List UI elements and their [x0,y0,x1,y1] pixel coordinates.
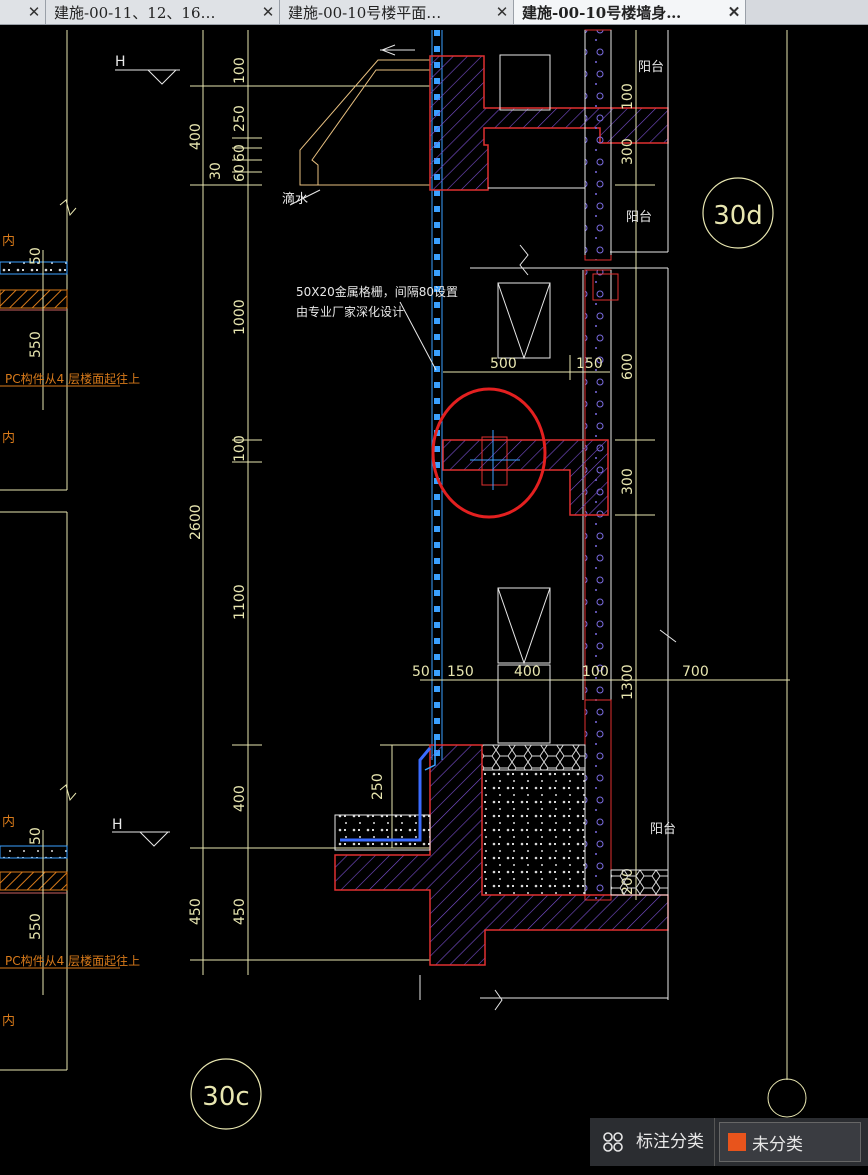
tab-label: 建施-00-10号楼墙身… [522,3,682,22]
note-line-2: 由专业厂家深化设计 [296,304,404,319]
dim-text: 1000 [232,299,248,335]
close-icon[interactable]: ✕ [27,3,41,21]
tab-label: 建施-00-10号楼平面… [288,3,442,22]
dim-text: 60 [232,164,248,182]
tab-0[interactable]: ✕ [0,0,46,24]
grid-icon[interactable] [590,1118,636,1166]
dim-text: 400 [188,123,204,150]
dim-text: 400 [232,785,248,812]
dims-low-horizontal: 50 150 400 100 700 [412,664,790,681]
dim-text: 50 [28,247,44,265]
highlight-circle [431,387,547,519]
dim-text: 50 [28,827,44,845]
note-pc: PC构件从4 层楼面起往上 [5,953,140,968]
dim-text: 100 [620,83,636,110]
chip-label: 未分类 [752,1134,803,1155]
dim-text: 150 [576,356,603,372]
dim-text: 300 [620,138,636,165]
status-panel: 标注分类 未分类 [590,1118,868,1166]
label-balcony: 阳台 [626,210,652,225]
tab-2[interactable]: 建施-00-10号楼平面… ✕ [280,0,514,24]
drip-profile [289,44,430,206]
lower-slab [334,664,669,1011]
dim-text: 450 [188,898,204,925]
close-icon[interactable]: ✕ [261,3,275,21]
balcony-labels: 阳台 阳台 阳台 [626,60,676,837]
dims-inner: 100 250 30 60 60 1000 100 1100 400 450 2… [208,57,386,925]
close-icon[interactable]: ✕ [727,3,741,21]
dims-right: 100 300 600 300 1300 200 [620,83,636,895]
left-panel-lower [0,511,120,1071]
color-swatch [728,1133,746,1151]
label-inner: 内 [2,814,15,830]
dims-outer: 400 2600 450 [188,123,204,925]
dim-text: 1100 [232,584,248,620]
note-grille: 50X20金属格栅，间隔80设置 由专业厂家深化设计 [296,284,458,371]
level-symbol-bottom: H [112,817,170,847]
dim-text: 30 [208,162,224,180]
dim-text: 450 [232,898,248,925]
dim-text: 100 [232,435,248,462]
dim-text: 2600 [188,504,204,540]
dim-text: 250 [232,105,248,132]
ref-30c-label: 30c [202,1082,249,1112]
level-symbol-top: H [115,54,180,85]
label-inner: 内 [2,430,15,446]
note-line-1: 50X20金属格栅，间隔80设置 [296,284,458,299]
dim-text: 550 [28,913,44,940]
dim-text: 1300 [620,664,636,700]
cad-canvas[interactable]: H H 400 2600 450 100 250 30 60 60 1000 1… [0,25,868,1171]
wall-middle [431,244,669,701]
label-drip: 滴水 [282,191,308,207]
tab-bar: ✕ 建施-00-11、12、16… ✕ 建施-00-10号楼平面… ✕ 建施-0… [0,0,868,25]
dim-text: 100 [582,664,609,680]
label-balcony: 阳台 [650,822,676,837]
dim-text: 400 [514,664,541,680]
ref-circle-30d: 30d [702,177,774,249]
dim-text: 100 [232,57,248,84]
dim-text: 300 [620,468,636,495]
tab-3-active[interactable]: 建施-00-10号楼墙身… ✕ [514,0,746,24]
left-panel-upper [0,30,120,491]
label-inner: 内 [2,233,15,249]
label-inner: 内 [2,1013,15,1029]
category-chip[interactable]: 未分类 [719,1122,861,1162]
annotation-category-label[interactable]: 标注分类 [636,1118,715,1166]
dimension-lines-left [190,30,430,975]
close-icon[interactable]: ✕ [495,3,509,21]
dims-mid-horizontal: 500 150 [443,355,610,380]
ref-circle-30c: 30c [190,1058,262,1130]
dim-text: 60 [232,144,248,162]
tab-label: 建施-00-11、12、16… [54,3,216,22]
dim-text: 500 [490,356,517,372]
dim-text: 150 [447,664,474,680]
drawing-svg: H H 400 2600 450 100 250 30 60 60 1000 1… [0,29,807,1130]
ref-30d-label: 30d [713,201,763,231]
axis-right [659,30,807,1118]
dim-text: 250 [370,773,386,800]
tab-1[interactable]: 建施-00-11、12、16… ✕ [46,0,280,24]
note-pc: PC构件从4 层楼面起往上 [5,371,140,386]
dim-text: 50 [412,664,430,680]
dim-text: 550 [28,331,44,358]
dim-text: 700 [682,664,709,680]
level-label-top: H [115,54,126,70]
dim-text: 600 [620,353,636,380]
label-balcony: 阳台 [638,60,664,75]
level-label-bottom: H [112,817,123,833]
left-panel-texts: 内 内 内 内 PC构件从4 层楼面起往上 PC构件从4 层楼面起往上 550 … [2,233,140,1029]
upper-slab [429,29,669,261]
